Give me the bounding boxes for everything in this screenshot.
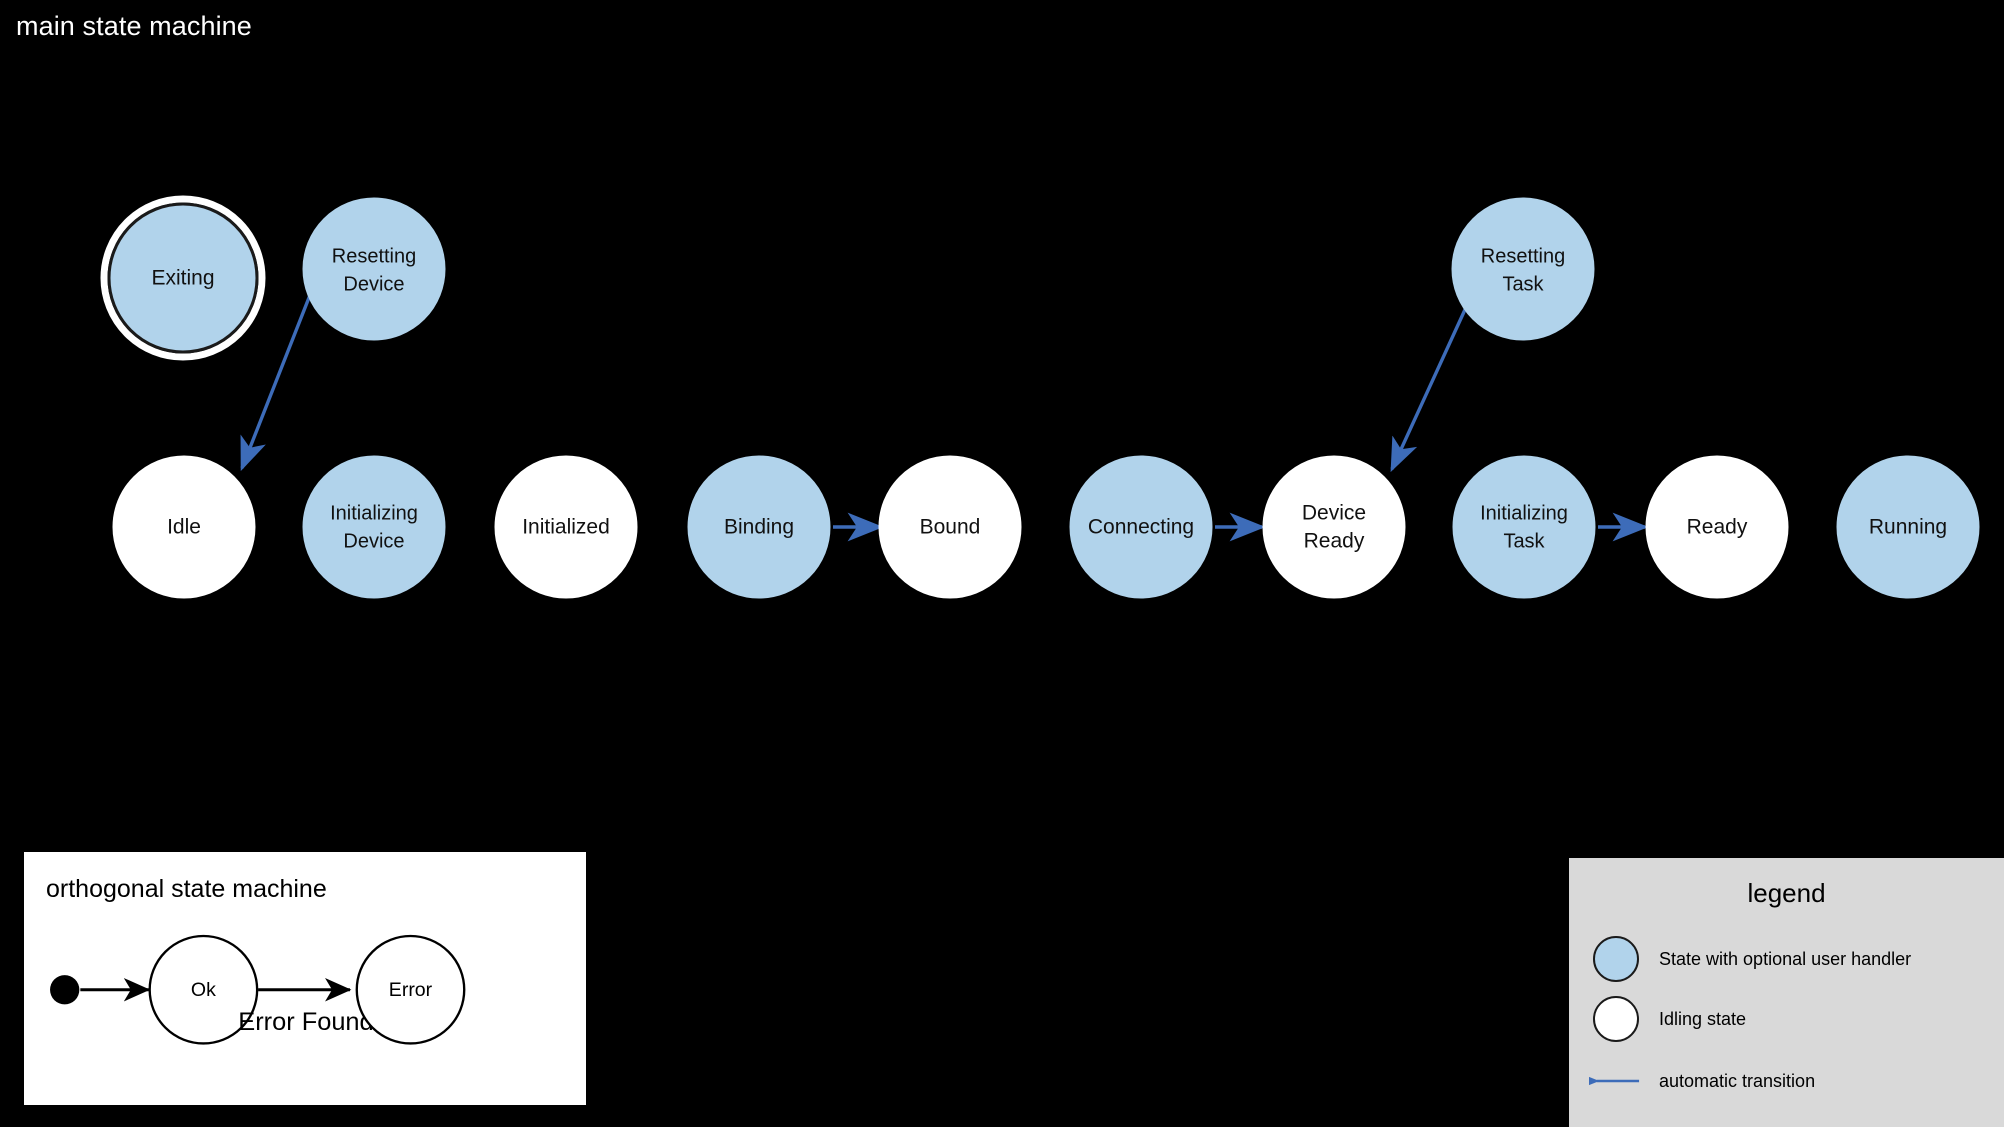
state-label-resetting-task-line2: Task bbox=[1502, 273, 1544, 295]
legend-swatch-arrow-left-icon bbox=[1589, 1056, 1641, 1106]
state-initialized[interactable]: Initialized bbox=[494, 455, 638, 599]
state-resetting-task[interactable]: Resetting Task bbox=[1451, 197, 1595, 341]
state-label-error: Error bbox=[389, 979, 433, 1001]
page-title: main state machine bbox=[16, 11, 252, 41]
state-label-running: Running bbox=[1869, 516, 1947, 539]
state-label-initializing-task-line2: Task bbox=[1503, 530, 1545, 552]
state-label-initialized: Initialized bbox=[522, 516, 610, 539]
state-label-ok: Ok bbox=[191, 979, 216, 1001]
initial-state-dot[interactable] bbox=[50, 975, 80, 1005]
state-label-initializing-device-line2: Device bbox=[343, 530, 404, 552]
transition-label-error-found: Error Found bbox=[238, 1008, 373, 1036]
transition-resetting-device-to-idle[interactable] bbox=[240, 289, 314, 472]
state-label-device-ready-line1: Device bbox=[1302, 502, 1366, 525]
state-connecting[interactable]: Connecting bbox=[1069, 455, 1213, 599]
state-label-exiting: Exiting bbox=[151, 267, 214, 290]
state-running[interactable]: Running bbox=[1836, 455, 1980, 599]
state-label-initializing-device-line1: Initializing bbox=[330, 502, 418, 524]
state-resetting-device[interactable]: Resetting Device bbox=[302, 197, 446, 341]
legend-label-idling-state: Idling state bbox=[1659, 1009, 1747, 1029]
state-exiting[interactable]: Exiting bbox=[100, 195, 266, 361]
state-idle[interactable]: Idle bbox=[112, 455, 256, 599]
legend-title: legend bbox=[1747, 878, 1826, 908]
state-label-bound: Bound bbox=[920, 516, 981, 539]
state-label-resetting-task-line1: Resetting bbox=[1481, 245, 1566, 267]
orthogonal-state-machine-panel: orthogonal state machine Ok E bbox=[21, 849, 589, 1108]
state-initializing-device[interactable]: Initializing Device bbox=[302, 455, 446, 599]
legend-swatch-blue-circle-icon bbox=[1591, 934, 1641, 984]
legend-item-idling-state: Idling state bbox=[1591, 994, 1746, 1044]
legend-item-handler-state: State with optional user handler bbox=[1591, 934, 1911, 984]
legend-swatch-white-circle-icon bbox=[1591, 994, 1641, 1044]
state-label-device-ready-line2: Ready bbox=[1304, 530, 1365, 553]
legend-label-automatic-transition: automatic transition bbox=[1659, 1071, 1816, 1091]
state-label-binding: Binding bbox=[724, 516, 794, 539]
state-label-initializing-task-line1: Initializing bbox=[1480, 502, 1568, 524]
state-label-idle: Idle bbox=[167, 516, 201, 539]
legend-item-automatic-transition: automatic transition bbox=[1589, 1056, 1816, 1106]
state-label-resetting-device-line2: Device bbox=[343, 273, 404, 295]
state-ok[interactable]: Ok bbox=[148, 934, 259, 1045]
legend-label-handler-state: State with optional user handler bbox=[1659, 949, 1912, 969]
state-initializing-task[interactable]: Initializing Task bbox=[1452, 455, 1596, 599]
state-error[interactable]: Error bbox=[355, 934, 466, 1045]
state-label-connecting: Connecting bbox=[1088, 516, 1194, 539]
legend-panel: legend State with optional user handler … bbox=[1569, 858, 2004, 1127]
state-label-resetting-device-line1: Resetting bbox=[332, 245, 417, 267]
state-label-ready: Ready bbox=[1687, 516, 1748, 539]
state-bound[interactable]: Bound bbox=[878, 455, 1022, 599]
state-ready[interactable]: Ready bbox=[1645, 455, 1789, 599]
state-binding[interactable]: Binding bbox=[687, 455, 831, 599]
transition-resetting-task-to-device-ready[interactable] bbox=[1390, 289, 1476, 473]
orthogonal-state-machine-diagram: Ok Error Found Error bbox=[50, 934, 466, 1045]
state-device-ready[interactable]: Device Ready bbox=[1262, 455, 1406, 599]
orthogonal-panel-title: orthogonal state machine bbox=[46, 875, 327, 903]
